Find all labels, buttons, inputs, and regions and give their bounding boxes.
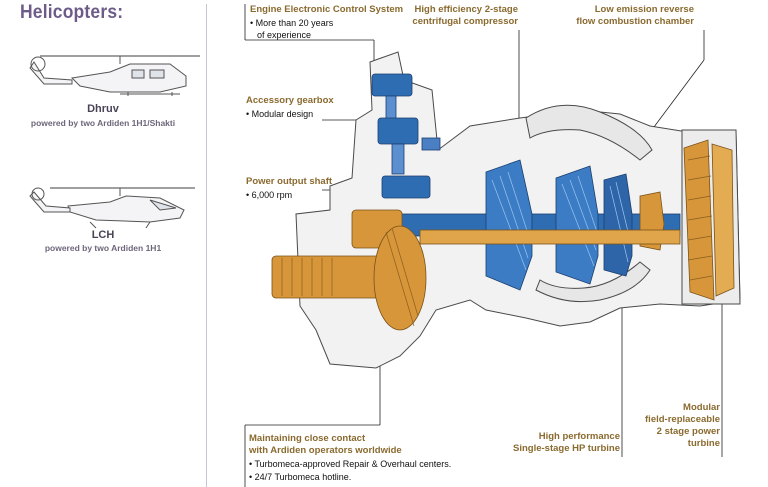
- power-turbine-title-4: turbine: [687, 438, 720, 449]
- leader-lines: [244, 4, 723, 487]
- lch-helicopter-image: [29, 187, 195, 229]
- gearbox-title: Accessory gearbox: [246, 95, 334, 106]
- combustion-title-1: Low emission reverse: [594, 4, 694, 15]
- support-title-2: with Ardiden operators worldwide: [249, 445, 402, 456]
- helicopters-panel: Helicopters: Dhruv powered by two Ardide…: [0, 0, 206, 487]
- support-title-1: Maintaining close contact: [249, 433, 366, 444]
- ecs-title: Engine Electronic Control System: [250, 4, 404, 15]
- power-turbine-title-2: field-replaceable: [645, 414, 720, 425]
- dhruv-helicopter-image: [29, 55, 200, 96]
- support-line-1: • Turbomeca-approved Repair & Overhaul c…: [249, 459, 452, 469]
- lch-name: LCH: [91, 229, 115, 241]
- power-output-shaft: [271, 209, 681, 331]
- power-turbine: [683, 139, 735, 301]
- gas-generator-rotor: [399, 159, 681, 291]
- shaft-line-1: • 6,000 rpm: [246, 190, 293, 200]
- dhruv-engine: powered by two Ardiden 1H1/Shakti: [30, 118, 176, 128]
- gearbox-line-1: • Modular design: [246, 109, 314, 119]
- lch-engine: powered by two Ardiden 1H1: [44, 243, 162, 253]
- combustion-title-2: flow combustion chamber: [576, 16, 694, 27]
- hp-turbine-title-2: Single-stage HP turbine: [513, 443, 620, 454]
- panel-divider: [206, 4, 207, 487]
- ecs-line-2: of experience: [257, 30, 312, 40]
- dhruv-name: Dhruv: [87, 103, 119, 115]
- support-line-2: • 24/7 Turbomeca hotline.: [249, 472, 352, 482]
- power-turbine-title-3: 2 stage power: [656, 426, 720, 437]
- hp-turbine-title-1: High performance: [538, 431, 620, 442]
- accessory-gearbox: [371, 73, 441, 199]
- compressor-title-1: High efficiency 2-stage: [414, 4, 518, 15]
- shaft-title: Power output shaft: [246, 176, 333, 187]
- ecs-line-1: • More than 20 years: [250, 18, 334, 28]
- power-turbine-title-1: Modular: [683, 402, 720, 413]
- compressor-title-2: centrifugal compressor: [412, 16, 518, 27]
- helicopters-heading: Helicopters:: [20, 2, 124, 23]
